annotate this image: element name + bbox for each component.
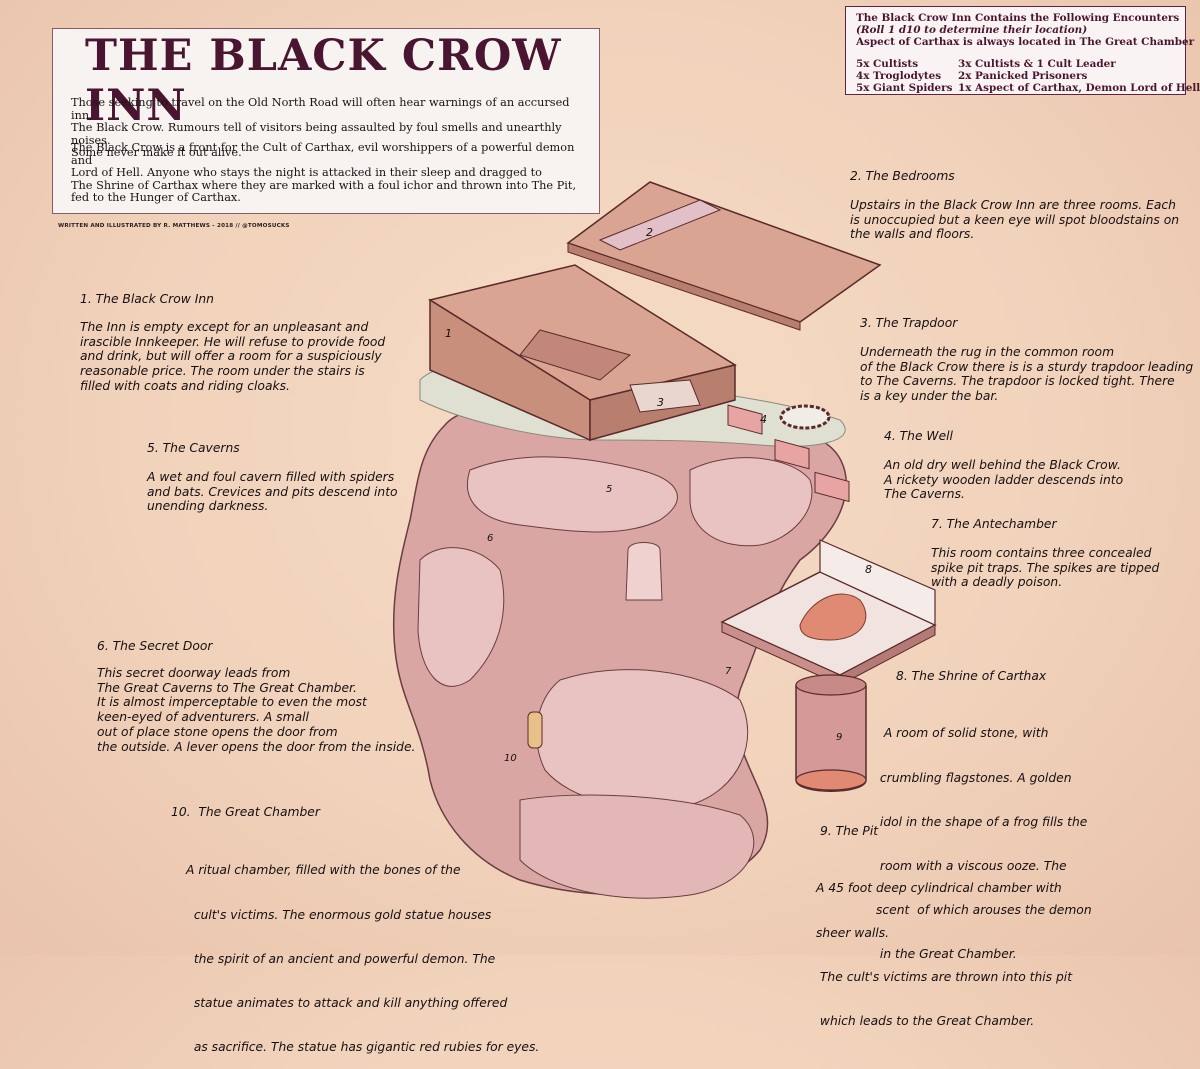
body-line: A 45 foot deep cylindrical chamber with — [816, 881, 1062, 896]
map-label-7: 7 — [725, 666, 732, 677]
body-line: A room of solid stone, with — [876, 726, 1049, 741]
map-label-6: 6 — [487, 533, 494, 544]
body-line: The Caverns. — [884, 487, 965, 502]
body-line: The Inn is empty except for an unpleasan… — [80, 320, 369, 334]
section-2-heading: 2. The Bedrooms — [850, 169, 955, 183]
encounter-item: 5x Giant Spiders — [856, 82, 953, 94]
section-6-body: This secret doorway leads from The Great… — [97, 666, 415, 754]
body-line: room with a viscous ooze. The — [876, 858, 1067, 873]
section-3-heading: 3. The Trapdoor — [860, 316, 958, 330]
encounters-note: Aspect of Carthax is always located in T… — [856, 36, 1195, 48]
map-label-8: 8 — [865, 563, 872, 576]
section-10-body: A ritual chamber, filled with the bones … — [186, 834, 539, 1069]
body-line: which leads to the Great Chamber. — [816, 1013, 1035, 1028]
encounter-item: 4x Troglodytes — [856, 70, 942, 82]
body-line: spike pit traps. The spikes are tipped — [931, 560, 1160, 575]
body-line: An old dry well behind the Black Crow. — [884, 458, 1121, 472]
body-line: unending darkness. — [147, 499, 269, 514]
body-line: as sacrifice. The statue has gigantic re… — [186, 1039, 540, 1054]
body-line: A ritual chamber, filled with the bones … — [186, 863, 461, 878]
map-label-5: 5 — [606, 484, 613, 495]
section-2-body: Upstairs in the Black Crow Inn are three… — [850, 198, 1179, 242]
intro-line: Lord of Hell. Anyone who stays the night… — [71, 166, 542, 180]
body-line: A wet and foul cavern filled with spider… — [147, 470, 395, 484]
section-8-heading: 8. The Shrine of Carthax — [896, 669, 1047, 683]
body-line: the spirit of an ancient and powerful de… — [186, 951, 496, 966]
body-line: out of place stone opens the door from — [97, 724, 338, 739]
section-9-body: A 45 foot deep cylindrical chamber with … — [816, 852, 1072, 1043]
credit-line: WRITTEN AND ILLUSTRATED BY R. MATTHEWS -… — [58, 223, 290, 229]
map-label-2: 2 — [646, 226, 653, 239]
encounter-item: 3x Cultists & 1 Cult Leader — [958, 58, 1116, 70]
section-1-body: The Inn is empty except for an unpleasan… — [80, 320, 385, 394]
body-line: the outside. A lever opens the door from… — [97, 739, 416, 754]
body-line: It is almost imperceptable to even the m… — [97, 695, 367, 710]
intro-line: fed to the Hunger of Carthax. — [71, 191, 241, 205]
encounter-item: 5x Cultists — [856, 58, 919, 70]
dungeon-map-illustration — [392, 181, 937, 899]
body-line: with a deadly poison. — [931, 575, 1063, 590]
body-line: is unoccupied but a keen eye will spot b… — [850, 212, 1180, 227]
intro-line: The Shrine of Carthax where they are mar… — [71, 178, 577, 192]
section-10-heading: 10. The Great Chamber — [171, 805, 320, 819]
section-9-heading: 9. The Pit — [820, 824, 879, 838]
map-label-4: 4 — [760, 413, 767, 426]
section-7-heading: 7. The Antechamber — [931, 517, 1057, 531]
body-line: Upstairs in the Black Crow Inn are three… — [850, 198, 1176, 212]
map-label-10: 10 — [504, 753, 517, 764]
section-6-heading: 6. The Secret Door — [97, 639, 213, 653]
body-line: filled with coats and riding cloaks. — [80, 378, 290, 393]
page-title: THE BLACK CROW INN — [85, 31, 562, 131]
encounters-panel: The Black Crow Inn Contains the Followin… — [845, 6, 1200, 95]
map-label-1: 1 — [445, 327, 452, 340]
body-line: is a key under the bar. — [860, 389, 999, 404]
body-line: scent of which arouses the demon — [876, 902, 1092, 917]
section-1-heading: 1. The Black Crow Inn — [80, 292, 214, 306]
section-4-heading: 4. The Well — [884, 429, 953, 443]
map-label-9: 9 — [836, 732, 843, 743]
intro-line: Those seeking to travel on the Old North… — [71, 96, 570, 122]
body-line: keen-eyed of adventurers. A small — [97, 710, 309, 725]
body-line: sheer walls. — [816, 925, 890, 940]
encounters-subheading: (Roll 1 d10 to determine their location) — [856, 24, 1088, 36]
body-line: of the Black Crow there is is a sturdy t… — [860, 359, 1194, 374]
body-line: to The Caverns. The trapdoor is locked t… — [860, 374, 1175, 389]
body-line: irascible Innkeeper. He will refuse to p… — [80, 334, 386, 349]
intro-line: The Black Crow is a front for the Cult o… — [71, 141, 575, 167]
body-line: statue animates to attack and kill anyth… — [186, 995, 508, 1010]
body-line: cult's victims. The enormous gold statue… — [186, 907, 492, 922]
intro-line: The Black Crow. Rumours tell of visitors… — [71, 121, 562, 147]
body-line: crumbling flagstones. A golden — [876, 770, 1072, 785]
body-line: The cult's victims are thrown into this … — [816, 969, 1073, 984]
encounters-heading: The Black Crow Inn Contains the Followin… — [856, 12, 1180, 24]
body-line: the walls and floors. — [850, 227, 975, 242]
map-label-3: 3 — [657, 396, 664, 409]
intro-paragraph-1: Those seeking to travel on the Old North… — [71, 96, 591, 160]
body-line: The Great Caverns to The Great Chamber. — [97, 680, 357, 695]
title-panel: THE BLACK CROW INN Those seeking to trav… — [52, 28, 600, 214]
body-line: idol in the shape of a frog fills the — [876, 814, 1088, 829]
body-line: reasonable price. The room under the sta… — [80, 364, 365, 379]
body-line: A rickety wooden ladder descends into — [884, 472, 1124, 487]
section-5-heading: 5. The Caverns — [147, 441, 240, 455]
section-3-body: Underneath the rug in the common room of… — [860, 345, 1193, 404]
body-line: This room contains three concealed — [931, 546, 1152, 560]
body-line: and drink, but will offer a room for a s… — [80, 349, 382, 364]
intro-line: Some never make it out alive. — [71, 146, 242, 160]
encounter-item: 1x Aspect of Carthax, Demon Lord of Hell — [958, 82, 1200, 94]
section-5-body: A wet and foul cavern filled with spider… — [147, 470, 398, 514]
intro-paragraph-2: The Black Crow is a front for the Cult o… — [71, 141, 591, 205]
body-line: This secret doorway leads from — [97, 666, 291, 680]
encounter-item: 2x Panicked Prisoners — [958, 70, 1088, 82]
section-7-body: This room contains three concealed spike… — [931, 546, 1159, 590]
body-line: and bats. Crevices and pits descend into — [147, 484, 398, 499]
section-4-body: An old dry well behind the Black Crow. A… — [884, 458, 1123, 502]
body-line: Underneath the rug in the common room — [860, 345, 1115, 359]
